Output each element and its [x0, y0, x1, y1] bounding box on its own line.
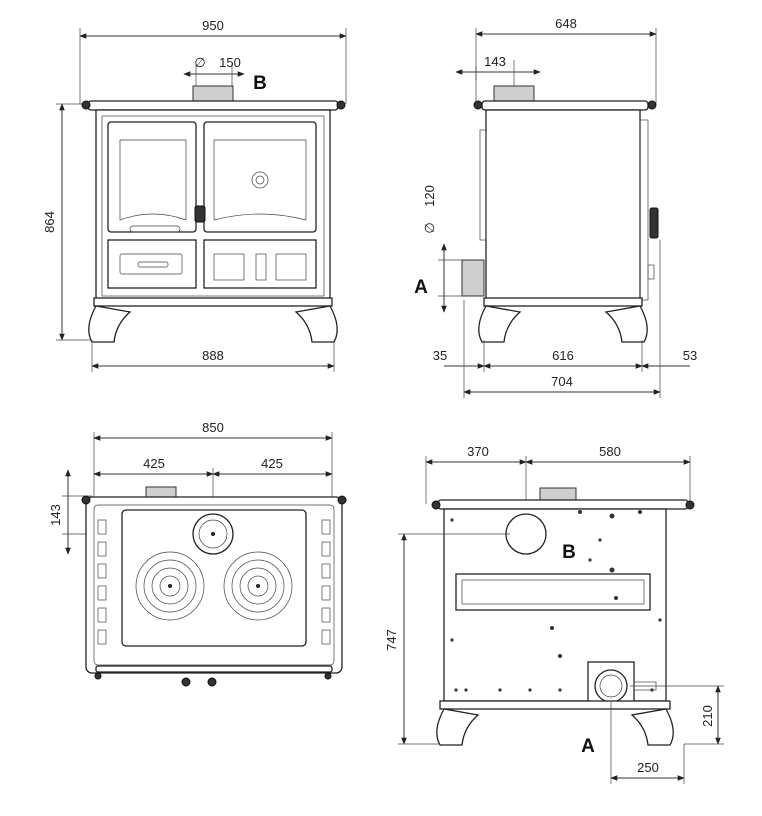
dim-top-width: 850 [202, 420, 224, 435]
diameter-symbol-side: ∅ [422, 222, 437, 233]
dim-side-base-depth: 616 [552, 348, 574, 363]
leg-front-right [294, 305, 338, 343]
oven-door-right [203, 121, 317, 233]
flue-outlet-rear [505, 513, 547, 555]
dim-side-depth: 648 [555, 16, 577, 31]
oven-door-left [107, 121, 197, 233]
dim-top-half-right: 425 [261, 456, 283, 471]
dim-inlet-diameter: 120 [422, 185, 437, 207]
label-inlet-rear: A [581, 736, 595, 757]
hob-ring-left [135, 551, 205, 621]
side-view: 648 143 120 ∅ A [414, 16, 697, 398]
air-inlet-side [461, 259, 485, 297]
dim-top-half-left: 425 [143, 456, 165, 471]
side-rail-left [97, 519, 107, 645]
label-outlet-front: B [253, 73, 267, 94]
dim-rear-inlet-height: 210 [700, 705, 715, 727]
dim-side-overall-depth: 704 [551, 374, 573, 389]
leg-front-left [88, 305, 132, 343]
label-outlet-rear: B [562, 542, 576, 563]
ash-drawer [107, 239, 197, 289]
leg-rear-left [436, 708, 480, 746]
dim-flue-diameter: 150 [219, 55, 241, 70]
label-inlet-side: A [414, 277, 428, 298]
flue-pipe-front [192, 85, 234, 102]
dim-side-front-offset: 53 [683, 348, 697, 363]
hob-ring-right [223, 551, 293, 621]
thermometer-icon [251, 171, 269, 189]
front-view: 950 ∅ 150 B 864 [42, 18, 347, 372]
dim-side-back-offset: 35 [433, 348, 447, 363]
dim-rear-flue-left: 370 [467, 444, 489, 459]
door-handle-icon [194, 205, 206, 223]
leg-rear-right [630, 708, 674, 746]
dim-front-width: 950 [202, 18, 224, 33]
dim-rear-flue-height: 747 [384, 629, 399, 651]
side-rail-right [321, 519, 331, 645]
diameter-symbol-front: ∅ [194, 55, 205, 70]
dim-top-flue-offset: 143 [48, 504, 63, 526]
dim-rear-inlet-offset: 250 [637, 760, 659, 775]
dim-front-height: 864 [42, 211, 57, 233]
rail-knob-right [336, 100, 346, 110]
rear-screws [450, 510, 662, 692]
dim-rear-flue-right: 580 [599, 444, 621, 459]
dim-side-flue-offset: 143 [484, 54, 506, 69]
rail-knob-left [81, 100, 91, 110]
rear-view: 370 580 B [384, 444, 724, 784]
top-view: 850 425 425 143 [48, 420, 347, 687]
dim-front-base-width: 888 [202, 348, 224, 363]
